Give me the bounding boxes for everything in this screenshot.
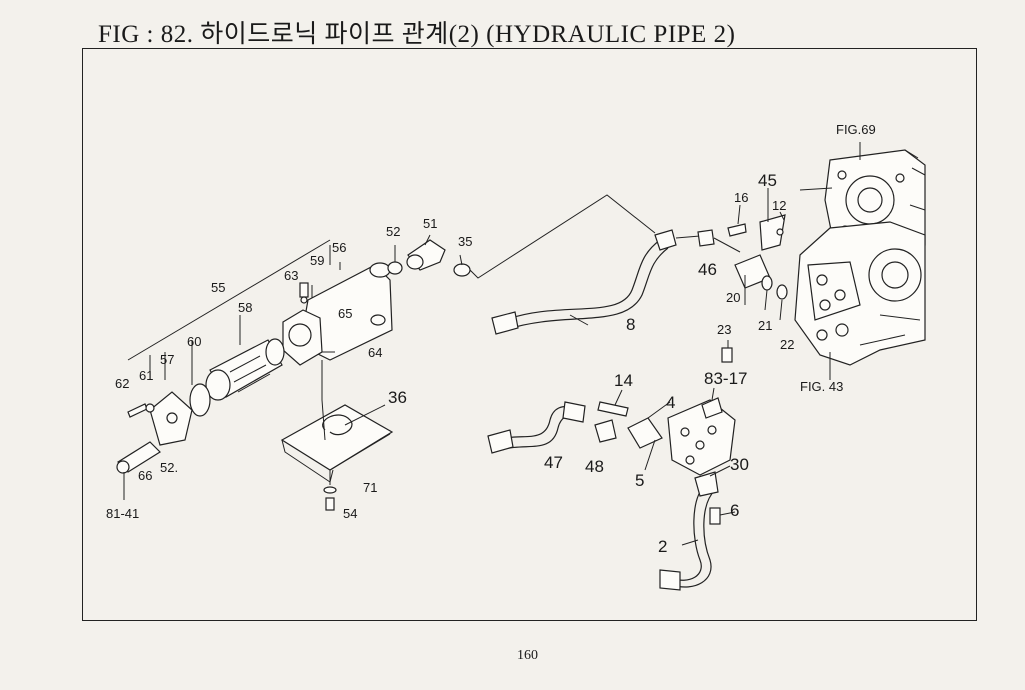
label-20: 20	[726, 290, 740, 305]
label-6: 6	[730, 501, 739, 520]
diagram-frame	[82, 48, 977, 621]
label-63: 63	[284, 268, 298, 283]
part-labels: 51 52 35 56 59 63 55 58 65 60 57 64 62 6…	[106, 171, 794, 556]
label-64: 64	[368, 345, 382, 360]
bracket-36	[280, 360, 394, 511]
label-12: 12	[772, 198, 786, 213]
filter-assembly	[116, 239, 393, 500]
valve-assembly	[721, 188, 788, 363]
label-54: 54	[343, 506, 357, 521]
label-83-17: 83-17	[704, 369, 747, 388]
label-45: 45	[758, 171, 777, 190]
label-21: 21	[758, 318, 772, 333]
label-61: 61	[139, 368, 153, 383]
label-52: 52	[386, 224, 400, 239]
label-47: 47	[544, 453, 563, 472]
figure-title: FIG : 82. 하이드로닉 파이프 관계(2) (HYDRAULIC PIP…	[98, 21, 736, 48]
label-4: 4	[666, 393, 675, 412]
label-16: 16	[734, 190, 748, 205]
label-62: 62	[115, 376, 129, 391]
label-65: 65	[338, 306, 352, 321]
label-55: 55	[211, 280, 225, 295]
label-23: 23	[717, 322, 731, 337]
label-60: 60	[187, 334, 201, 349]
pump-assembly	[487, 387, 736, 591]
label-36: 36	[388, 388, 407, 407]
label-22: 22	[780, 337, 794, 352]
reference-leaders	[322, 142, 861, 380]
label-59: 59	[310, 253, 324, 268]
label-2: 2	[658, 537, 667, 556]
pipe-fittings-top	[387, 194, 656, 279]
label-35: 35	[458, 234, 472, 249]
ref-fig43: FIG. 43	[800, 379, 843, 394]
transmission-housing-fig43	[794, 221, 926, 366]
label-57: 57	[160, 352, 174, 367]
label-8: 8	[626, 315, 635, 334]
label-30: 30	[730, 455, 749, 474]
ref-fig69: FIG.69	[836, 122, 876, 137]
label-48: 48	[585, 457, 604, 476]
label-71: 71	[363, 480, 377, 495]
label-51: 51	[423, 216, 437, 231]
label-81-41: 81-41	[106, 506, 139, 521]
label-46: 46	[698, 260, 717, 279]
label-56: 56	[332, 240, 346, 255]
label-14: 14	[614, 371, 633, 390]
label-66: 66	[138, 468, 152, 483]
page-number: 160	[517, 648, 538, 663]
hose-8	[491, 229, 741, 335]
label-58: 58	[238, 300, 252, 315]
reference-labels: FIG.69 FIG. 43	[800, 122, 876, 394]
label-5: 5	[635, 471, 644, 490]
label-52b: 52.	[160, 460, 178, 475]
